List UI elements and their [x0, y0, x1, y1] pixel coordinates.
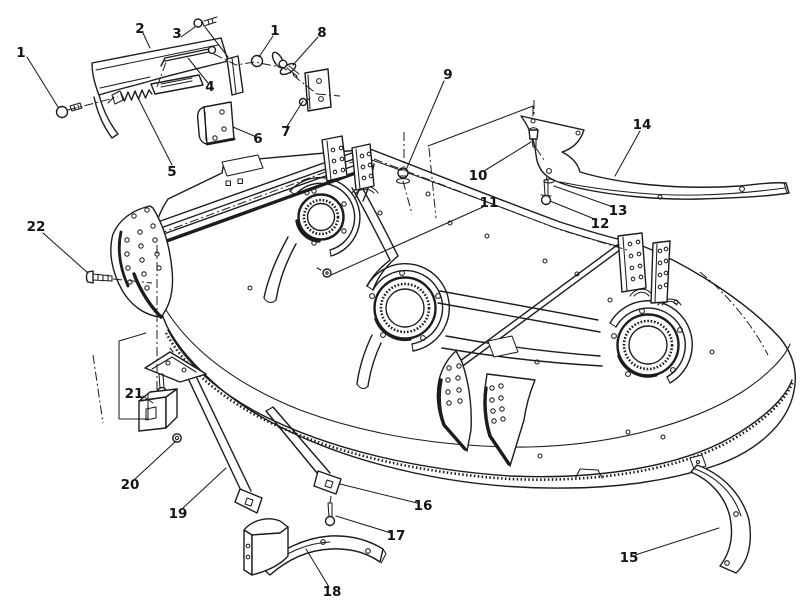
wing-knob-8 [271, 51, 300, 79]
step-plate [221, 154, 264, 187]
leader-19 [182, 467, 227, 509]
callout-label-16: 16 [414, 498, 433, 514]
spindle-ring-right [609, 300, 693, 384]
ball-stud-left-1 [55, 102, 83, 119]
deck-holes [247, 190, 715, 459]
deflector-rod-4 [160, 45, 217, 67]
leader-13 [553, 185, 614, 208]
pivot-bracket-7 [298, 68, 332, 112]
callout-label-9: 9 [443, 67, 452, 83]
leader-10 [483, 141, 532, 172]
callout-label-17: 17 [387, 528, 406, 544]
screw-3 [193, 16, 218, 28]
leader-9 [405, 80, 445, 171]
leader-18 [305, 548, 330, 588]
chute-plate [226, 55, 244, 96]
leader-4 [187, 57, 209, 84]
mounting-plates-right [617, 232, 682, 306]
callout-label-12: 12 [591, 216, 610, 232]
skid-attach-tab [689, 454, 707, 470]
tension-spring [107, 89, 153, 105]
callout-label-14: 14 [633, 117, 652, 133]
leader-lines [26, 26, 720, 588]
leader-2 [142, 32, 151, 49]
idler-bracket-14 [520, 115, 790, 200]
callout-label-6: 6 [253, 131, 262, 147]
anchor-strap [150, 74, 204, 95]
leader-7 [285, 100, 304, 129]
side-wing-plate [110, 205, 174, 319]
skid-shoe-18 [243, 518, 387, 576]
spindle-ring-left [289, 176, 361, 257]
callout-label-10: 10 [469, 168, 488, 184]
leader-1-left [26, 56, 59, 108]
leader-1-right [258, 35, 274, 58]
leader-14 [614, 130, 641, 177]
washer-13 [543, 178, 555, 184]
callout-label-7: 7 [281, 124, 290, 140]
callout-label-11: 11 [480, 195, 499, 211]
front-baffle-right [483, 373, 536, 467]
hinge-bracket-6 [196, 101, 236, 146]
brace-bar-19 [185, 369, 263, 514]
callout-label-5: 5 [167, 164, 176, 180]
hex-bolt-12 [540, 179, 552, 206]
leader-5 [134, 91, 173, 166]
callout-labels: 1 2 3 1 8 4 5 6 7 9 10 11 12 13 14 15 16… [16, 21, 651, 600]
mounting-plates-center [321, 135, 379, 194]
callout-label-21: 21 [125, 386, 144, 402]
shoulder-bolt-22 [85, 270, 113, 284]
leader-3 [180, 26, 196, 38]
hanger-bracket-21 [138, 347, 207, 432]
skirt-band-jog [575, 468, 603, 479]
callout-label-20: 20 [121, 477, 140, 493]
leader-16 [339, 483, 418, 504]
centerlines [67, 53, 769, 504]
callout-label-4: 4 [205, 79, 214, 95]
deck-back-inner-edge [365, 157, 633, 251]
callout-label-22: 22 [27, 219, 46, 235]
phantom-lines [92, 26, 534, 424]
callout-label-15: 15 [620, 550, 639, 566]
brace-bar-16 [265, 406, 342, 495]
spindle-ring-middle [366, 263, 450, 352]
callout-label-19: 19 [169, 506, 188, 522]
support-rod [455, 242, 625, 369]
callout-label-1-left: 1 [16, 45, 25, 61]
skirt-band-upper [167, 329, 793, 478]
leader-22 [42, 232, 89, 274]
rod-sleeve [487, 335, 519, 358]
callout-label-13: 13 [609, 203, 628, 219]
carriage-bolt-11 [316, 267, 332, 278]
leader-20 [133, 440, 177, 481]
leader-21 [142, 395, 154, 404]
leader-12 [549, 200, 598, 221]
callout-label-18: 18 [323, 584, 342, 600]
flange-nut-9 [395, 167, 411, 184]
flange-nut-20 [172, 433, 182, 443]
leader-15 [634, 527, 720, 556]
skirt-band-hatch [164, 332, 795, 481]
leader-17 [335, 515, 392, 534]
front-baffle-left [436, 350, 472, 452]
leader-8 [292, 36, 319, 66]
ball-stud-right-1 [250, 54, 264, 68]
callout-label-3: 3 [172, 26, 181, 42]
bolt-17 [324, 502, 336, 527]
leader-11 [330, 206, 484, 276]
hex-bolt-10 [528, 127, 539, 148]
callout-label-8: 8 [317, 25, 326, 41]
leader-6 [232, 126, 255, 137]
callout-label-1-right: 1 [270, 23, 279, 39]
callout-label-2: 2 [135, 21, 144, 37]
skid-shoe-15 [690, 464, 752, 574]
